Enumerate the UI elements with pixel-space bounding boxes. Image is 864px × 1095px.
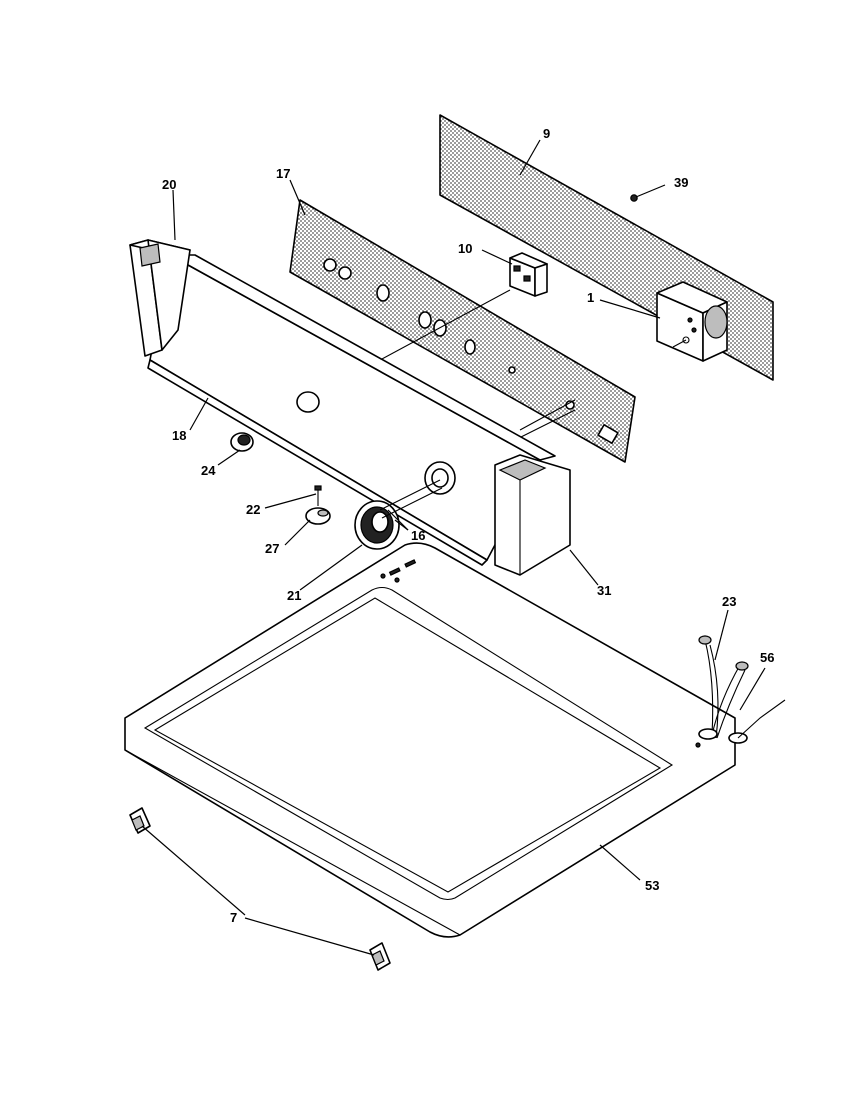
- callout-56: 56: [760, 650, 774, 665]
- callout-labels: 9 39 20 17 10 1 18 24 22 27 16 21 31 23 …: [162, 126, 774, 925]
- knob-part-24: [230, 432, 254, 452]
- callout-21: 21: [287, 588, 301, 603]
- callout-9: 9: [543, 126, 550, 141]
- screw-part-22: [314, 485, 322, 506]
- switch-part-10: [509, 252, 548, 297]
- timer-part-1: [656, 281, 728, 362]
- callout-24: 24: [201, 463, 216, 478]
- callout-10: 10: [458, 241, 472, 256]
- callout-7: 7: [230, 910, 237, 925]
- screw-part-39: [630, 194, 638, 202]
- timer-knob-part-21: [354, 500, 400, 550]
- clip-part-27: [305, 507, 331, 525]
- shaft-part-16: [379, 479, 443, 519]
- callout-53: 53: [645, 878, 659, 893]
- wire-harness-part-23: [698, 635, 749, 740]
- control-panel-backing-part-17: [289, 199, 636, 463]
- callout-1: 1: [587, 290, 594, 305]
- console-part-18: [147, 254, 556, 566]
- callout-20: 20: [162, 177, 176, 192]
- callout-31: 31: [597, 583, 611, 598]
- cord-clamp-part-56: [695, 699, 786, 748]
- shaft-rod: [379, 289, 576, 441]
- callout-17: 17: [276, 166, 290, 181]
- end-cap-right-part-31: [494, 454, 571, 576]
- leader-lines: [141, 139, 766, 956]
- callout-23: 23: [722, 594, 736, 609]
- callout-22: 22: [246, 502, 260, 517]
- callout-18: 18: [172, 428, 186, 443]
- callout-27: 27: [265, 541, 279, 556]
- callout-16: 16: [411, 528, 425, 543]
- hinge-clip-part-7b: [369, 942, 391, 971]
- end-cap-left-part-20: [129, 239, 191, 357]
- main-top-part-53: [124, 542, 736, 938]
- callout-39: 39: [674, 175, 688, 190]
- hinge-clip-part-7a: [129, 807, 151, 834]
